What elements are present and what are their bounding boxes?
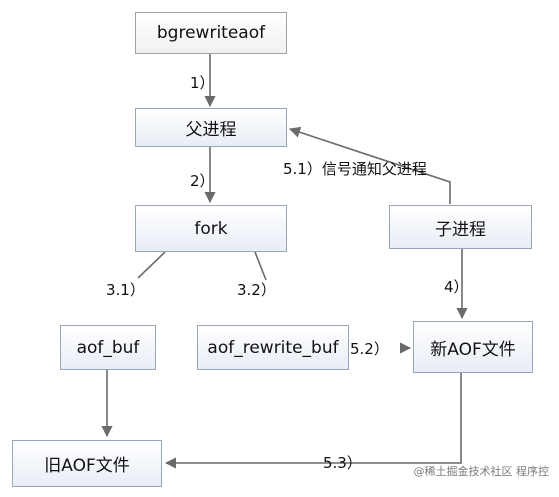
- node-old-aof-file: 旧AOF文件: [12, 440, 162, 487]
- node-parent-process: 父进程: [135, 108, 287, 147]
- edge-label-step-4: 4）: [444, 278, 469, 296]
- node-parent-process-label: 父进程: [185, 120, 237, 140]
- node-child-process: 子进程: [389, 205, 532, 249]
- edge-label-step-5-3: 5.3）: [323, 454, 362, 472]
- line-fork-to-rewrite-buf: [254, 251, 267, 281]
- node-aof-rewrite-buf: aof_rewrite_buf: [197, 325, 349, 370]
- edge-label-step-5-1: 5.1）信号通知父进程: [283, 160, 427, 178]
- node-aof-buf: aof_buf: [60, 325, 156, 370]
- arrow-new-aof-to-old-aof: [164, 373, 462, 469]
- node-child-process-label: 子进程: [435, 219, 486, 240]
- node-fork: fork: [135, 205, 287, 252]
- arrow-child-to-parent: [288, 126, 451, 204]
- node-old-aof-file-label: 旧AOF文件: [44, 456, 130, 476]
- node-fork-label: fork: [194, 218, 228, 239]
- edge-label-step-2: 2）: [190, 172, 215, 190]
- watermark: @稀土掘金技术社区 程序控: [413, 465, 550, 478]
- edge-label-step-3-1: 3.1）: [106, 281, 145, 299]
- node-new-aof-file: 新AOF文件: [413, 321, 533, 373]
- edge-label-step-3-2: 3.2）: [237, 281, 276, 299]
- node-aof-rewrite-buf-label: aof_rewrite_buf: [207, 337, 339, 358]
- node-bgrewriteaof-label: bgrewriteaof: [156, 23, 266, 43]
- node-aof-buf-label: aof_buf: [76, 337, 140, 358]
- node-new-aof-file-label: 新AOF文件: [430, 339, 516, 360]
- edge-label-step-1: 1）: [190, 74, 215, 92]
- node-bgrewriteaof: bgrewriteaof: [135, 12, 287, 54]
- edge-label-step-5-2: 5.2）: [350, 340, 389, 358]
- line-fork-to-aof-buf: [137, 251, 166, 279]
